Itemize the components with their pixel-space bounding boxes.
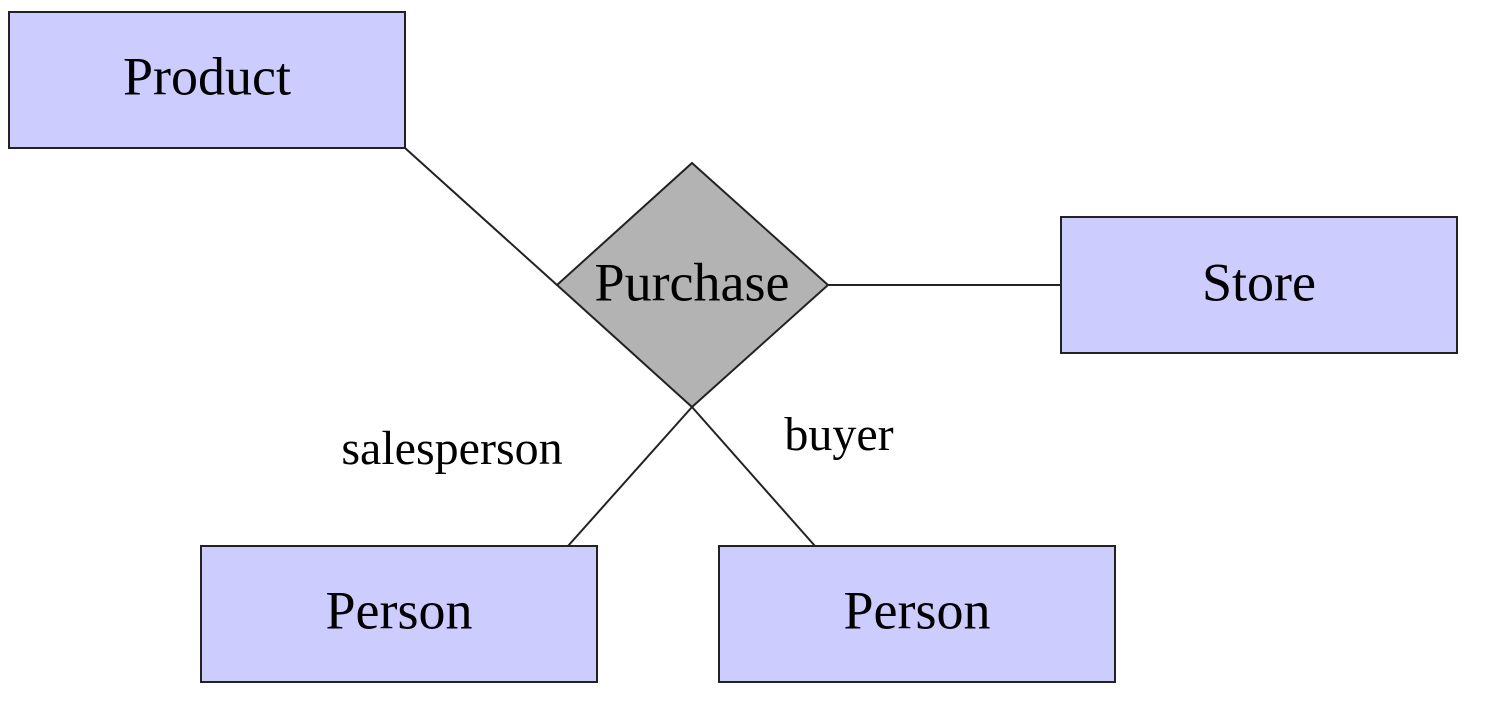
- entity-product-label: Product: [123, 46, 291, 106]
- entity-person-buyer-label: Person: [844, 580, 991, 640]
- entity-person-buyer-box: [718, 545, 1116, 683]
- entity-product: Product: [8, 11, 406, 149]
- entity-store-box: [1060, 216, 1458, 354]
- relationship-purchase-label: Purchase: [595, 252, 790, 312]
- entity-person-salesperson-box: [200, 545, 598, 683]
- entity-store-label: Store: [1202, 252, 1316, 312]
- entity-product-box: [8, 11, 406, 149]
- role-label-buyer: buyer: [784, 408, 893, 461]
- connector-purchase-salesperson: [567, 406, 693, 547]
- connector-product-purchase: [404, 147, 558, 286]
- entity-store: Store: [1060, 216, 1458, 354]
- relationship-purchase: Purchase: [555, 161, 830, 409]
- role-label-salesperson: salesperson: [341, 422, 562, 475]
- relationship-purchase-diamond: [555, 161, 830, 409]
- connector-purchase-buyer: [691, 406, 816, 547]
- entity-person-salesperson: Person: [200, 545, 598, 683]
- entity-person-salesperson-label: Person: [326, 580, 473, 640]
- entity-person-buyer: Person: [718, 545, 1116, 683]
